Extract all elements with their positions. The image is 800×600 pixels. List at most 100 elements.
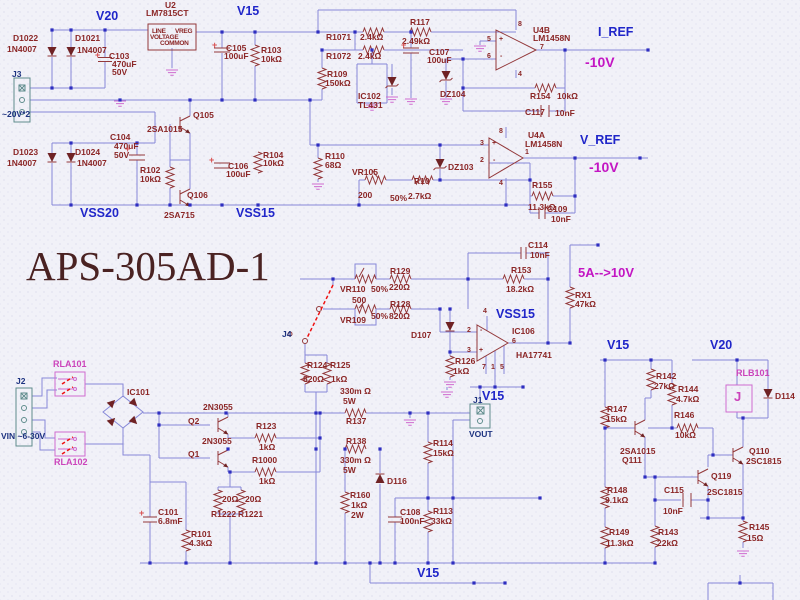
label-q105-v: 2SA1015 (147, 124, 183, 134)
label-r145-v: 15Ω (747, 533, 764, 543)
label-r128: R128 (390, 299, 411, 309)
label-net-vref: V_REF (580, 133, 621, 147)
label-r143: R143 (658, 527, 679, 537)
label-r103: R103 (261, 45, 282, 55)
label-d1021: D1021 (75, 33, 101, 43)
label-u4a-p1: 1 (525, 149, 529, 156)
q110-transistor (732, 446, 744, 465)
label-c115-v: 10nF (663, 506, 683, 516)
vr105-pot (364, 175, 387, 185)
label-r104-v: 10kΩ (263, 158, 284, 168)
label-c104-v1: 470uF (114, 141, 139, 151)
label-r145: R145 (749, 522, 770, 532)
label-r154-v: 10kΩ (557, 91, 578, 101)
label-r124-v: 820Ω (303, 374, 324, 384)
label-ic106-p2: 2 (467, 327, 471, 334)
capacitors (98, 47, 419, 523)
label-net-v15-top: V15 (237, 4, 260, 18)
r1000-resistor (254, 467, 277, 477)
label-net-vss15-a: VSS15 (236, 206, 275, 220)
label-q105: Q105 (193, 110, 214, 120)
label-r104: R104 (263, 150, 284, 160)
label-q110-v: 2SC1815 (746, 456, 782, 466)
label-r113: R113 (433, 506, 453, 516)
label-r109: R109 (327, 69, 348, 79)
label-ic102: IC102 (358, 91, 381, 101)
label-r123-v: 1kΩ (259, 442, 276, 452)
label-u4a-p2: 2 (480, 157, 484, 164)
label-d1021-v: 1N4007 (77, 45, 107, 55)
label-u4b-p5: 5 (487, 36, 491, 43)
label-txt-vout: VOUT (469, 429, 493, 439)
label-net-iref: I_REF (598, 25, 634, 39)
rla102-relay (54, 431, 86, 457)
label-u4b-minus: - (500, 53, 503, 60)
u2-regulator-box (147, 23, 197, 51)
label-u4b-plus: + (499, 36, 504, 43)
q1-transistor (217, 449, 229, 468)
label-net-vss20: VSS20 (80, 206, 119, 220)
label-c107: C107 (429, 47, 450, 57)
label-c106: C106 (228, 161, 249, 171)
label-r103-v: 10kΩ (261, 54, 282, 64)
label-r1071: R1071 (326, 32, 352, 42)
ground-symbol (311, 183, 325, 190)
label-r10-v: 2.7kΩ (408, 191, 432, 201)
label-ic106-minus: - (480, 327, 483, 334)
q111-transistor (634, 419, 646, 438)
vr110-pot (354, 274, 377, 284)
label-rx1-v: 47kΩ (575, 299, 596, 309)
label-r138: R138 (346, 436, 367, 446)
j4-switch (287, 284, 334, 344)
label-r137-v1: 330m Ω (340, 386, 371, 396)
label-c108-v: 100nF (400, 516, 425, 526)
label-u4a-plus: + (492, 140, 497, 147)
j3-connector (13, 77, 31, 123)
ground-symbol (165, 69, 179, 76)
dz104-zener (439, 70, 453, 83)
label-r146: R146 (674, 410, 695, 420)
label-c105: C105 (226, 43, 247, 53)
d114-diode (763, 388, 773, 399)
label-u2: U2 (165, 0, 176, 10)
label-ic106-p6: 6 (512, 338, 516, 345)
label-dz103: DZ103 (448, 162, 474, 172)
label-ic106-p1: 1 (491, 364, 495, 371)
label-rla102: RLA102 (54, 457, 88, 467)
label-r128-v: 820Ω (389, 311, 410, 321)
label-rlb101-j: J (734, 389, 742, 404)
label-r101-v: 4.3kΩ (189, 538, 213, 548)
label-r117-v: 2.49kΩ (402, 36, 431, 46)
label-u4b-p6: 6 (487, 53, 491, 60)
pot-wiper-arrows (358, 169, 379, 309)
label-u4a-p3: 3 (480, 140, 484, 147)
ground-symbol (443, 381, 457, 388)
label-r155: R155 (532, 180, 553, 190)
label-q111-v: 2SA1015 (620, 446, 656, 456)
rlb101-relay-coil (725, 384, 753, 413)
label-r148-v: 9.1kΩ (605, 495, 629, 505)
label-q2-v: 2N3055 (203, 402, 233, 412)
label-net-neg10v-a: -10V (585, 54, 615, 70)
label-ic106-part: HA17741 (516, 350, 552, 360)
label-u2-common: COMMON (160, 40, 189, 47)
label-c109-v: 10nF (551, 214, 571, 224)
label-r126-v: 1kΩ (453, 366, 470, 376)
label-rx1: RX1 (575, 290, 592, 300)
label-plus-c106: + (209, 155, 215, 165)
label-r138-v1: 330m Ω (340, 455, 371, 465)
label-u4a-p8: 8 (499, 128, 503, 135)
label-r114: R114 (433, 438, 453, 448)
label-d1022-v: 1N4007 (7, 44, 37, 54)
label-net-neg10v-b: -10V (589, 159, 619, 175)
label-r101: R101 (191, 529, 212, 539)
label-u2-vreg: VREG (175, 28, 193, 35)
ic101-bridge-diode (106, 396, 119, 409)
label-q1: Q1 (188, 449, 200, 459)
label-r1222-v: 20Ω (222, 494, 239, 504)
label-u4b-p8: 8 (518, 21, 522, 28)
label-q2: Q2 (188, 416, 200, 426)
label-c103: C103 (109, 51, 130, 61)
label-u4b-part: LM1458N (533, 33, 571, 43)
j1-connector (469, 403, 491, 429)
